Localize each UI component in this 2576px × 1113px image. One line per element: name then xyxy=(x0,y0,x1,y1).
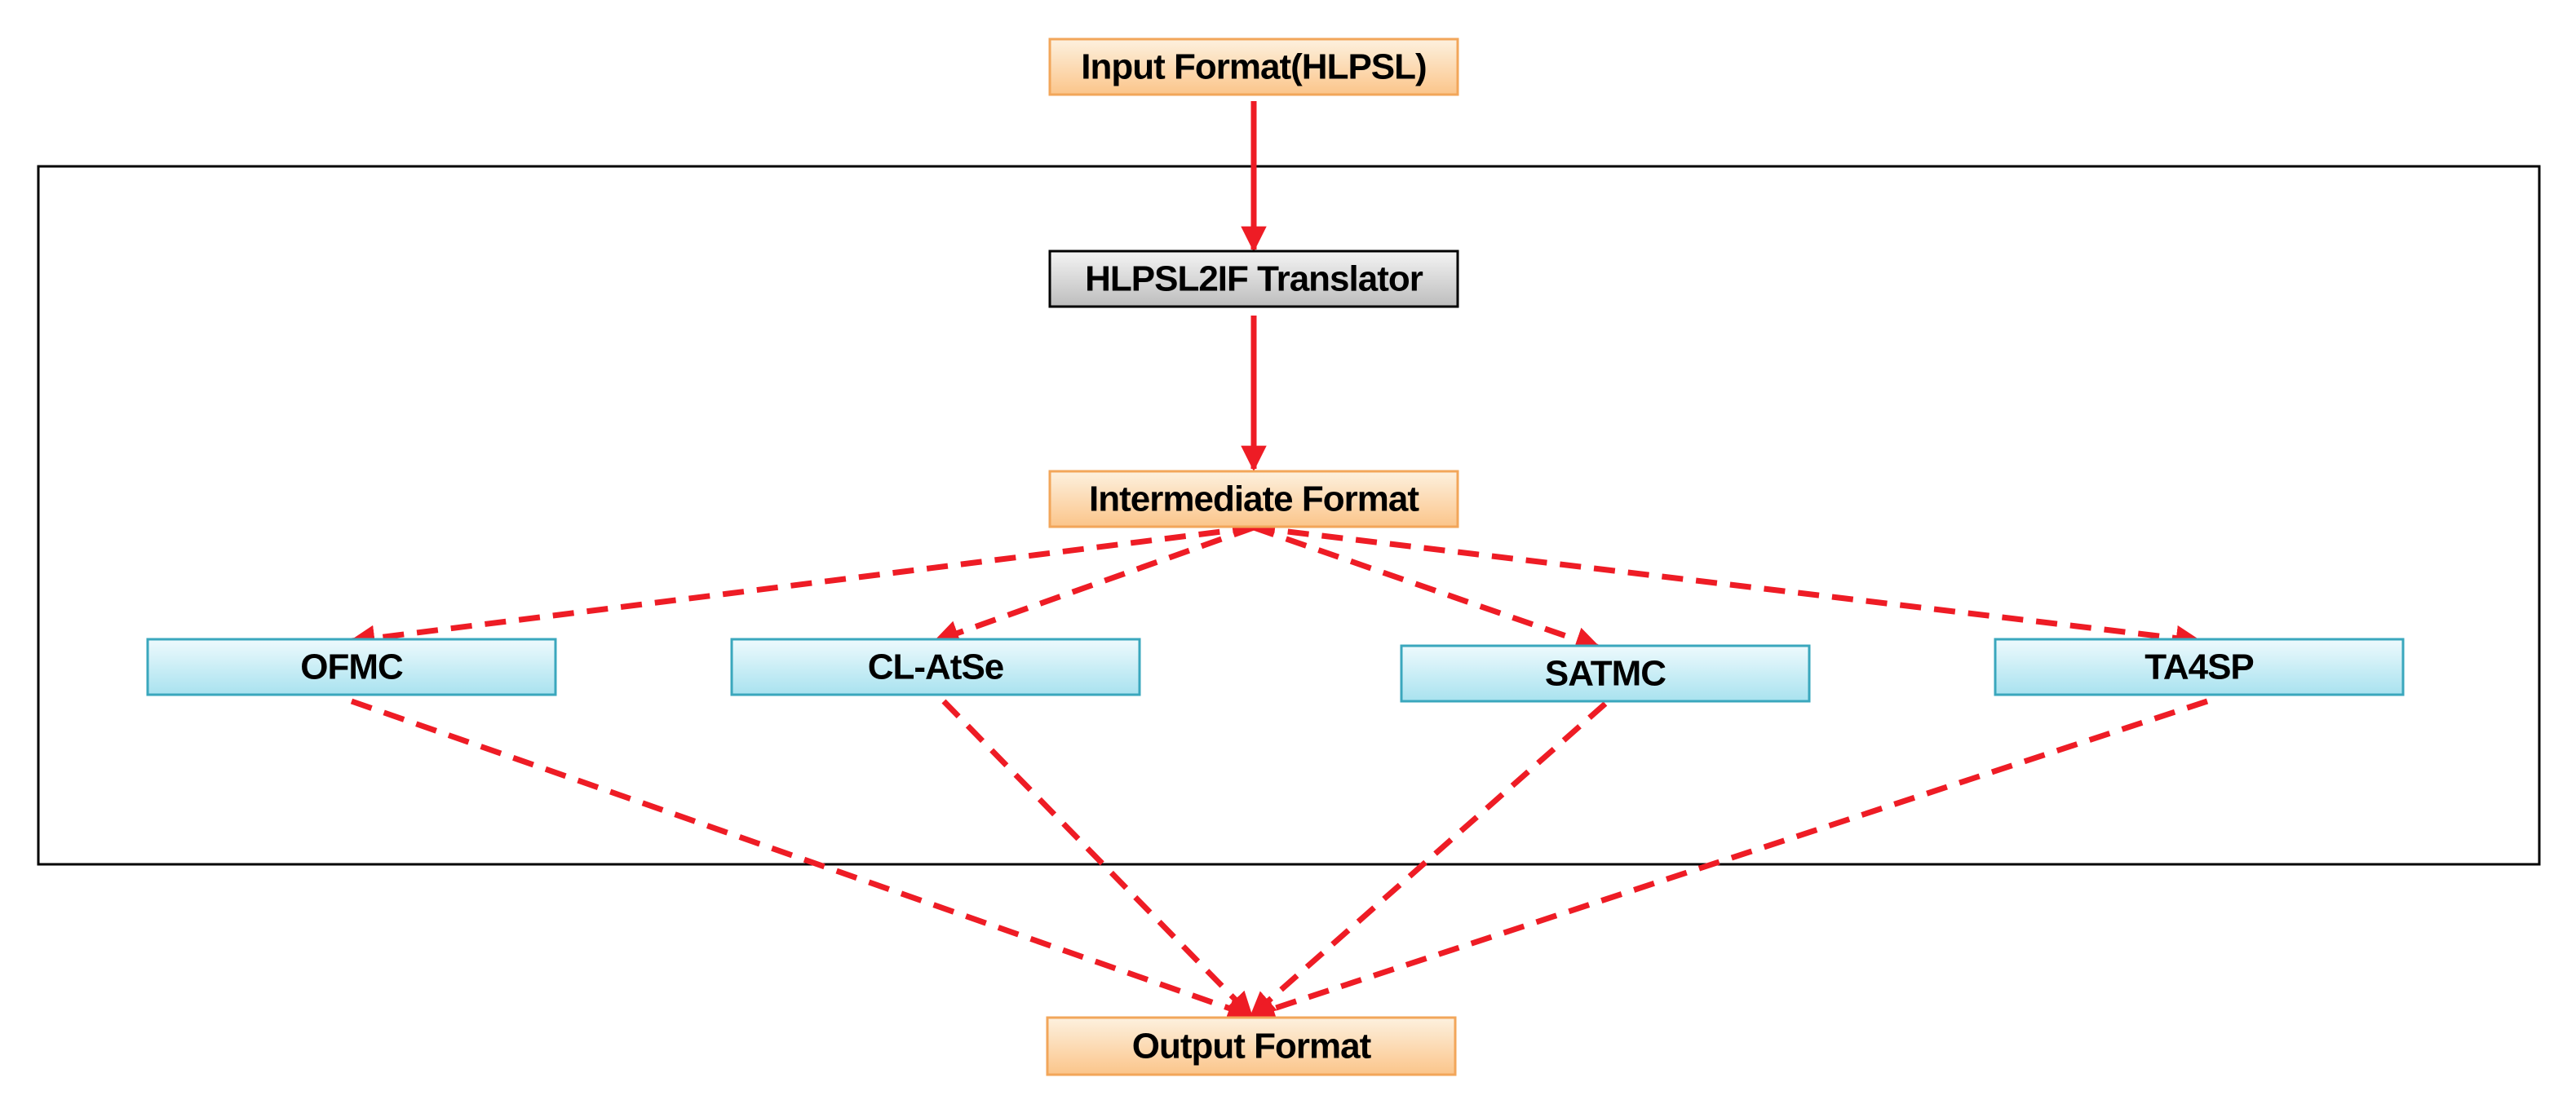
satmc-label: SATMC xyxy=(1545,654,1666,694)
arrow-intermediate-to-clatse xyxy=(933,524,1255,646)
arrow-intermediate-to-ofmc xyxy=(348,524,1255,651)
clatse-label: CL-AtSe xyxy=(868,647,1004,687)
satmc-node: SATMC xyxy=(1400,644,1811,703)
arrow-clatse-to-output xyxy=(941,699,1254,1018)
output-format-label: Output Format xyxy=(1132,1027,1372,1067)
intermediate-format-label: Intermediate Format xyxy=(1089,479,1419,519)
ta4sp-node: TA4SP xyxy=(1994,638,2405,696)
arrow-intermediate-to-satmc xyxy=(1252,524,1601,652)
clatse-node: CL-AtSe xyxy=(730,638,1141,696)
ofmc-label: OFMC xyxy=(300,647,403,687)
arrow-ofmc-to-output xyxy=(350,698,1254,1021)
ofmc-node: OFMC xyxy=(146,638,557,696)
arrow-intermediate-to-ta4sp xyxy=(1253,524,2202,651)
translator-node: HLPSL2IF Translator xyxy=(1048,250,1459,308)
input-format-node: Input Format(HLPSL) xyxy=(1048,38,1459,96)
input-format-label: Input Format(HLPSL) xyxy=(1081,47,1426,87)
intermediate-format-node: Intermediate Format xyxy=(1048,470,1459,528)
arrow-satmc-to-output xyxy=(1249,701,1608,1018)
ta4sp-label: TA4SP xyxy=(2144,647,2254,687)
output-format-node: Output Format xyxy=(1046,1016,1457,1076)
arrow-ta4sp-to-output xyxy=(1249,698,2209,1022)
system-boundary xyxy=(37,165,2541,866)
translator-label: HLPSL2IF Translator xyxy=(1085,259,1423,299)
edges-layer xyxy=(348,101,2209,1022)
